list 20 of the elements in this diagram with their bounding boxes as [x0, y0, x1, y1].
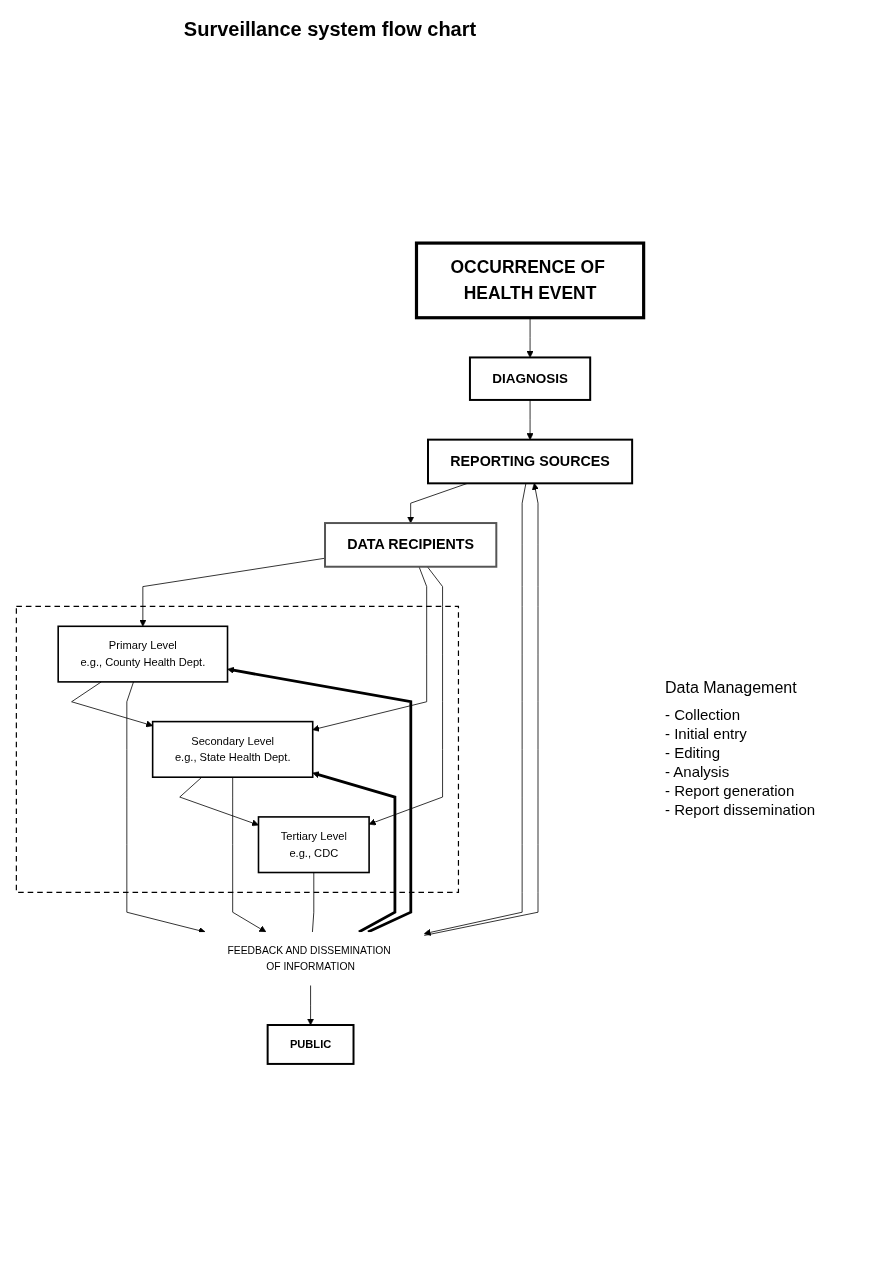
- node-box: REPORTING SOURCES: [427, 438, 634, 485]
- node-box: DATA RECIPIENTS: [324, 522, 498, 568]
- connector: [312, 872, 315, 933]
- list-item: - Analysis: [665, 762, 730, 782]
- cluster: [15, 605, 460, 893]
- node-box: DIAGNOSIS: [468, 356, 592, 401]
- list-item: - Report generation: [665, 781, 795, 801]
- node-text: FEEDBACK AND DISSEMINATION OF INFORMATION: [227, 944, 391, 973]
- list-item: - Initial entry: [665, 724, 747, 744]
- list-item: - Collection: [665, 705, 741, 725]
- node-box: Primary Level e.g., County Health Dept.: [57, 625, 229, 683]
- list-item: - Editing: [665, 743, 721, 763]
- node-box: Tertiary Level e.g., CDC: [257, 816, 370, 874]
- node-box: PUBLIC: [266, 1024, 355, 1065]
- diagram-title: Surveillance system flow chart: [183, 18, 477, 41]
- node-box: OCCURRENCE OF HEALTH EVENT: [414, 241, 646, 320]
- arrow: [312, 771, 397, 934]
- node-box: Secondary Level e.g., State Health Dept.: [151, 720, 314, 778]
- list-item: - Report dissemination: [665, 800, 816, 820]
- list-heading: Data Management: [665, 679, 797, 698]
